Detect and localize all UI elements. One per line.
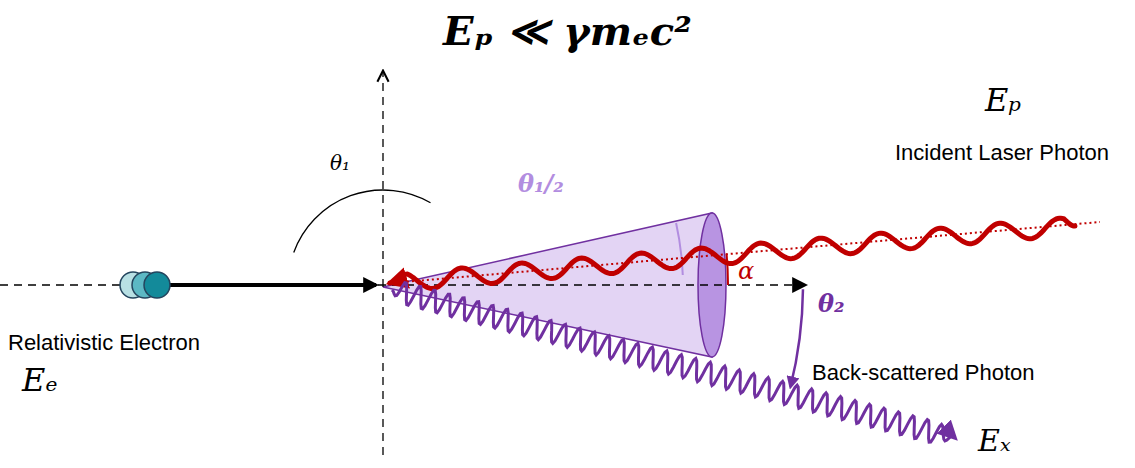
scattered-caption: Back-scattered Photon xyxy=(812,360,1035,385)
electron-bunch xyxy=(144,272,170,298)
angle-label: θ₂ xyxy=(818,290,845,318)
photon-energy-label: Eₚ xyxy=(985,82,1021,119)
half-angle-label: θ₁/₂ xyxy=(518,170,564,198)
photon-caption: Incident Laser Photon xyxy=(895,140,1109,165)
angle-label: α xyxy=(738,258,754,286)
title-formula: Eₚ ≪ γmₑc² xyxy=(443,8,692,54)
incident-photon-wave xyxy=(390,218,1075,288)
theta1-arc xyxy=(294,190,431,253)
xray-energy-label: Eₓ xyxy=(978,424,1011,459)
angle-label: θ₁ xyxy=(330,152,350,175)
electron-arrow xyxy=(160,283,376,287)
vertical-axis xyxy=(382,72,383,455)
electron-energy-label: Eₑ xyxy=(22,362,58,399)
alpha-arc xyxy=(727,254,728,285)
theta2-arc xyxy=(790,289,803,387)
electron-caption: Relativistic Electron xyxy=(8,330,200,355)
